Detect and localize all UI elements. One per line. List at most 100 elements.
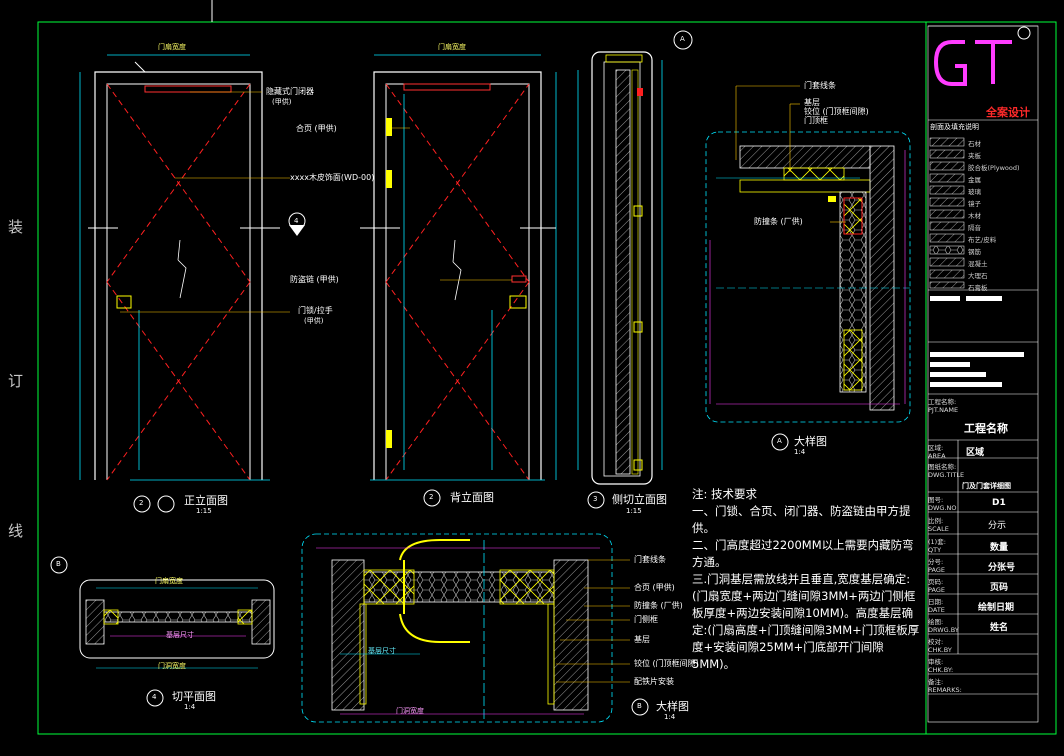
tb-area-value: 区域 [966,448,985,458]
side-ref-num: A [680,35,685,43]
tb-scale-label: 比例:SCALE [928,517,949,533]
legend-item: 石膏板 [968,284,988,292]
tb-area-label: 区域:AREA [928,444,946,460]
tb-dwg-no-label: 图号:DWG.NO [928,496,957,512]
back-view-title: 背立面图 [450,491,494,504]
label-b-base: 基层 [634,635,650,644]
label-lock-supplied: (甲供) [304,317,324,325]
front-view-num: 2 [139,499,144,507]
side-view-num: 3 [593,495,598,503]
label-frame: 门顶框 [804,116,828,125]
brand-logo-text: GT [946,46,947,47]
sheet-border [37,0,1057,735]
note-item: 三.门洞基层需放线并且垂直,宽度基层确定:(门扇宽度+两边门缝间隙3MM+两边门… [692,572,920,671]
detail-a-title: 大样图 [794,435,827,448]
label-b-frame: 门侧框 [634,615,658,624]
title-block-art [928,26,1038,695]
detail-b [301,533,649,723]
tb-dwg-no-value: D1 [992,498,1006,508]
label-closer: 隐藏式门闭器 [266,87,314,96]
label-lock: 门锁/拉手 [298,306,333,315]
tb-page-label: 分号:PAGE [928,558,945,574]
label-b-bracket: 配铁片安装 [634,677,674,686]
label-b-seal: 防撞条 (厂供) [634,601,683,610]
plan-opening-dim: 门洞宽度 [158,662,186,670]
label-door-stop: 门套线条 [804,81,836,90]
tb-drawn-label: 绘图:DRWG.BY [928,618,959,634]
front-view-scale: 1:15 [196,507,212,515]
side-view-title: 侧切立面图 [612,493,667,506]
label-b-gap: 铰位 (门顶框间隙) [634,659,699,668]
tb-check-label: 校对:CHK.BY [928,638,952,654]
legend-item: 玻璃 [968,188,981,196]
detail-a [705,85,911,451]
label-closer-supplied: (甲供) [272,98,292,106]
view-title-markers [133,489,605,707]
detail-b-base-dim: 基层尺寸 [368,647,396,655]
detail-b-num: B [637,702,642,710]
front-view-title: 正立面图 [184,494,228,507]
plan-view-scale: 1:4 [184,703,196,711]
detail-b-opening-dim: 门洞宽度 [396,707,424,715]
front-width-dim: 门扇宽度 [158,43,186,51]
side-view-scale: 1:15 [626,507,642,515]
notes-title: 注: 技术要求 [692,487,758,501]
label-hinge: 合页 (甲供) [296,124,337,133]
tb-qty-value: 数量 [990,543,1009,553]
label-base: 基层 [804,98,820,107]
tb-project-label: 工程名称:PJT.NAME [928,398,959,414]
legend-item: 石材 [968,140,981,148]
legend-item: 钢筋 [968,248,981,256]
plan-ref-num: B [56,560,61,568]
tb-dwg-title-label: 图纸名称:DWG.TITLE [928,463,965,479]
tb-qty-label: (1)套:QTY [928,538,946,554]
legend-item: 隔音 [968,224,981,232]
tb-remarks-label: 备注:REMARKS: [928,678,962,694]
tb-dwg-title-value: 门及门套详细图 [962,482,1011,490]
label-veneer: xxxx木皮饰面(WD-00) [290,173,375,182]
legend-item: 金属 [968,176,981,184]
note-item: 二、门高度超过2200MM以上需要内藏防弯方通。 [692,538,914,569]
plan-section [50,556,275,669]
side-mark-zhuang: 装 [8,218,24,236]
tb-scale-value: 分示 [988,521,1007,531]
front-elevation [79,54,306,481]
note-item: 一、门锁、合页、闭门器、防盗链由甲方提供。 [692,504,911,535]
label-seal: 防撞条 (厂供) [754,217,803,226]
technical-notes: 注: 技术要求 一、门锁、合页、闭门器、防盗链由甲方提供。 二、门高度超过220… [692,486,920,673]
tb-review-label: 审核:CHK.BY: [928,658,954,674]
label-b-door-stop: 门套线条 [634,555,666,564]
detail-b-title: 大样图 [656,700,689,713]
side-mark-xian: 线 [8,522,24,540]
detail-a-num: A [777,437,782,445]
front-ref-num: 4 [294,217,299,225]
plan-base-dim: 基层尺寸 [166,631,194,639]
back-view-num: 2 [429,493,434,501]
plan-view-num: 4 [152,693,157,701]
tb-page2-value: 页码 [990,583,1009,593]
label-chain: 防盗链 (甲供) [290,275,339,284]
tb-project-value: 工程名称 [964,422,1008,435]
legend-item: 大理石 [968,272,988,280]
plan-view-title: 切平面图 [172,690,216,703]
side-section [577,30,693,485]
label-b-hinge: 合页 (甲供) [634,583,675,592]
legend-item: 夹板 [968,152,981,160]
back-width-dim: 门扇宽度 [438,43,466,51]
tb-drawn-value: 姓名 [990,623,1009,633]
label-hinge-gap: 铰位 (门顶框间隙) [804,107,869,116]
legend-item: 木材 [968,212,981,220]
tb-page2-label: 页码:PAGE [928,578,945,594]
side-mark-ding: 订 [8,372,24,390]
legend-item: 镜子 [968,200,981,208]
tb-page-value: 分张号 [988,563,1016,573]
tb-date-label: 日期:DATE [928,598,945,614]
plan-width-dim: 门扇宽度 [155,577,183,585]
detail-b-scale: 1:4 [664,713,676,721]
tb-date-value: 绘制日期 [978,603,1015,613]
legend-item: 布艺/皮料 [968,236,997,244]
legend-item: 胶合板(Plywood) [968,164,1020,172]
legend-item: 混凝土 [968,260,988,268]
detail-a-scale: 1:4 [794,448,806,456]
